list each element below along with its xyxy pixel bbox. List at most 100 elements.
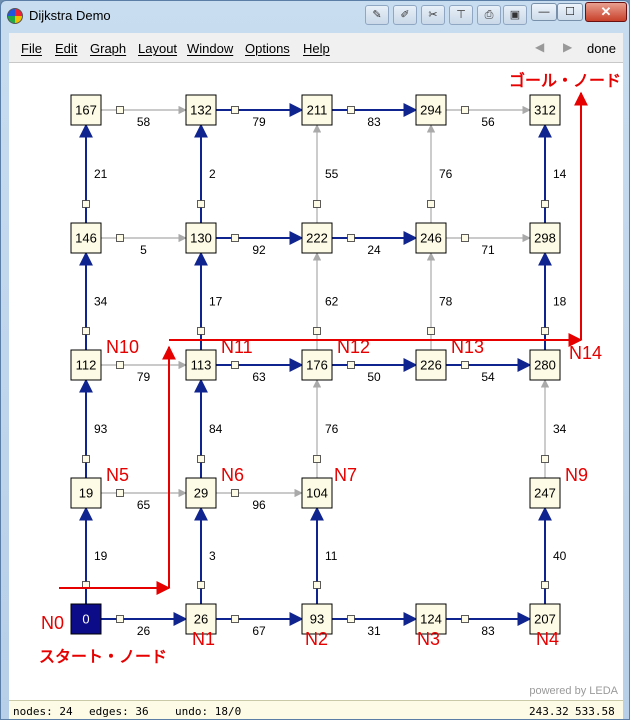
graph-node[interactable]	[185, 222, 217, 254]
edge-weight-label: 62	[325, 295, 339, 309]
graph-node[interactable]	[529, 222, 561, 254]
graph-node[interactable]	[415, 349, 447, 381]
edge-handle[interactable]	[347, 106, 355, 114]
edge-weight-label: 18	[553, 295, 567, 309]
toolbar-tool1-icon[interactable]: ✎	[365, 5, 389, 25]
edge-handle[interactable]	[197, 327, 205, 335]
edge-handle[interactable]	[313, 455, 321, 463]
graph-node[interactable]	[301, 603, 333, 635]
done-button[interactable]: done	[587, 41, 616, 56]
node-distance-label: 113	[191, 358, 212, 373]
graph-node[interactable]	[301, 222, 333, 254]
node-name-label: N12	[337, 337, 370, 357]
graph-node[interactable]	[529, 603, 561, 635]
title-bar[interactable]: Dijkstra Demo ✎ ✐ ✂ ⊤ ⎙ ▣ — ☐ ✕	[1, 1, 629, 31]
start-node[interactable]	[70, 603, 102, 635]
menu-window[interactable]: Window	[187, 41, 234, 56]
edge-handle[interactable]	[231, 234, 239, 242]
edge-handle[interactable]	[347, 234, 355, 242]
edge-handle[interactable]	[197, 455, 205, 463]
graph-node[interactable]	[415, 603, 447, 635]
edge-weight-label: 79	[252, 115, 266, 129]
edge-handle[interactable]	[116, 106, 124, 114]
goal-node-label: ゴール・ノード	[509, 71, 621, 90]
graph-node[interactable]	[185, 94, 217, 126]
toolbar-pin-icon[interactable]: ⊤	[449, 5, 473, 25]
graph-node[interactable]	[70, 477, 102, 509]
edge-handle[interactable]	[313, 327, 321, 335]
maximize-button[interactable]: ☐	[557, 3, 583, 21]
next-arrow-icon[interactable]: ▶	[563, 40, 573, 54]
graph-node[interactable]	[301, 477, 333, 509]
graph-node[interactable]	[185, 603, 217, 635]
minimize-button[interactable]: —	[531, 3, 557, 21]
edge-handle[interactable]	[461, 615, 469, 623]
menu-edit[interactable]: Edit	[55, 41, 78, 56]
edge-handle[interactable]	[461, 234, 469, 242]
edge-handle[interactable]	[541, 200, 549, 208]
edge-weight-label: 76	[439, 167, 453, 181]
edge-handle[interactable]	[461, 106, 469, 114]
edge-handle[interactable]	[197, 200, 205, 208]
graph-node[interactable]	[415, 222, 447, 254]
node-distance-label: 93	[310, 612, 324, 627]
edge-weight-label: 79	[137, 370, 151, 384]
edge-handle[interactable]	[541, 581, 549, 589]
edge-handle[interactable]	[231, 615, 239, 623]
graph-node[interactable]	[70, 94, 102, 126]
toolbar-window-icon[interactable]: ▣	[503, 5, 527, 25]
node-name-label: N3	[417, 629, 440, 649]
edge-weight-label: 83	[481, 624, 495, 638]
node-name-label: N5	[106, 465, 129, 485]
edge-handle[interactable]	[347, 615, 355, 623]
menu-layout[interactable]: Layout	[138, 41, 178, 56]
edge-handle[interactable]	[231, 489, 239, 497]
edge-handle[interactable]	[541, 455, 549, 463]
graph-node[interactable]	[529, 94, 561, 126]
edge-handle[interactable]	[427, 327, 435, 335]
graph-node[interactable]	[301, 349, 333, 381]
menu-help[interactable]: Help	[303, 41, 330, 56]
edge-handle[interactable]	[116, 489, 124, 497]
node-distance-label: 0	[82, 612, 89, 627]
graph-node[interactable]	[185, 349, 217, 381]
edge-weight-label: 96	[252, 498, 266, 512]
edge-handle[interactable]	[427, 200, 435, 208]
menu-options[interactable]: Options	[245, 41, 290, 56]
edge-handle[interactable]	[82, 455, 90, 463]
edge-handle[interactable]	[197, 581, 205, 589]
edge-handle[interactable]	[116, 361, 124, 369]
menu-file[interactable]: File	[21, 41, 42, 56]
edge-handle[interactable]	[313, 200, 321, 208]
edge-handle[interactable]	[231, 106, 239, 114]
edge-handle[interactable]	[116, 615, 124, 623]
graph-node[interactable]	[301, 94, 333, 126]
edge-handle[interactable]	[313, 581, 321, 589]
graph-node[interactable]	[415, 94, 447, 126]
toolbar-print-icon[interactable]: ⎙	[477, 5, 501, 25]
toolbar-tool2-icon[interactable]: ✐	[393, 5, 417, 25]
edge-handle[interactable]	[347, 361, 355, 369]
edge-handle[interactable]	[82, 200, 90, 208]
edge-handle[interactable]	[82, 327, 90, 335]
graph-node[interactable]	[529, 349, 561, 381]
edge-handle[interactable]	[231, 361, 239, 369]
toolbar-scissors-icon[interactable]: ✂	[421, 5, 445, 25]
prev-arrow-icon[interactable]: ◀	[535, 40, 545, 54]
edge-handle[interactable]	[541, 327, 549, 335]
edge-handle[interactable]	[461, 361, 469, 369]
edge-weight-label: 34	[553, 422, 567, 436]
edge-weight-label: 11	[325, 549, 338, 563]
graph-node[interactable]	[185, 477, 217, 509]
close-button[interactable]: ✕	[585, 2, 627, 22]
graph-node[interactable]	[529, 477, 561, 509]
graph-node[interactable]	[70, 349, 102, 381]
node-distance-label: 246	[420, 231, 442, 246]
status-undo: undo: 18/0	[175, 705, 242, 718]
graph-node[interactable]	[70, 222, 102, 254]
menu-graph[interactable]: Graph	[90, 41, 127, 56]
edge-handle[interactable]	[116, 234, 124, 242]
window-title: Dijkstra Demo	[29, 8, 111, 23]
